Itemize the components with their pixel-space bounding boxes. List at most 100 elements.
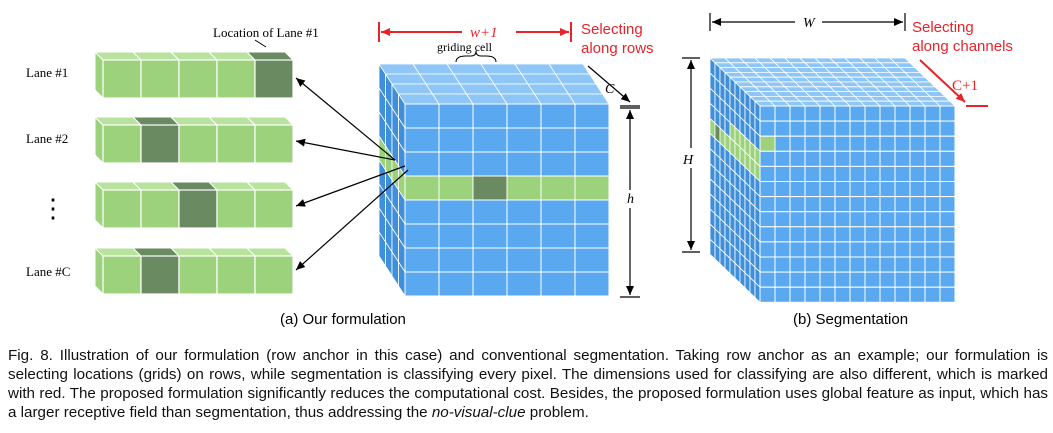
lane-strip-2	[93, 115, 295, 165]
cube-front-cell	[774, 196, 791, 213]
griding-cell-label: griding cell	[437, 40, 493, 54]
cube-front-cell	[834, 196, 851, 213]
seg-width-label: W	[803, 16, 816, 31]
cube-front-cell	[774, 241, 791, 258]
lane-cell	[178, 124, 218, 164]
cube-front-cell	[438, 151, 474, 177]
cube-front-cell	[789, 165, 806, 182]
cube-front-cell	[804, 211, 821, 228]
cube-front-cell	[879, 256, 896, 273]
cube-front-cell	[924, 150, 941, 167]
cube-front-cell	[774, 226, 791, 243]
lane-cell	[254, 189, 294, 229]
cube-front-cell	[819, 271, 836, 288]
seg-width-dimension	[709, 13, 906, 31]
cube-front-cell	[789, 196, 806, 213]
cube-front-cell	[438, 223, 474, 249]
cube-front-cell	[804, 120, 821, 137]
cube-front-cell	[804, 241, 821, 258]
cube-front-cell	[849, 105, 866, 122]
cube-front-cell	[540, 247, 576, 273]
cube-front-cell	[759, 286, 776, 303]
cube-front-cell	[506, 127, 542, 153]
cube-front-cell	[438, 103, 474, 129]
lane-selected-cell	[178, 189, 218, 229]
cube-front-cell	[804, 196, 821, 213]
cube-front-cell	[472, 175, 508, 201]
griding-cell-brace	[455, 50, 497, 63]
cube-front-cell	[864, 286, 881, 303]
cube-front-cell	[894, 256, 911, 273]
cube-front-cell	[759, 150, 776, 167]
cube-front-cell	[574, 103, 610, 129]
cube-front-cell	[804, 256, 821, 273]
caption-end: problem.	[525, 404, 589, 421]
cube-front-cell	[404, 223, 440, 249]
cube-front-cell	[759, 135, 776, 152]
selecting-rows-label: Selecting	[581, 21, 643, 38]
cube-front-cell	[909, 196, 926, 213]
lane-cell-top	[245, 247, 295, 257]
cube-top-cell	[412, 63, 455, 75]
lane-cell	[102, 255, 142, 295]
cube-front-cell	[834, 120, 851, 137]
cube-front-cell	[894, 271, 911, 288]
cube-front-cell	[574, 199, 610, 225]
cube-front-cell	[879, 271, 896, 288]
lane-strip-4	[93, 246, 295, 296]
lane-cell	[178, 59, 218, 99]
cube-front-cell	[472, 247, 508, 273]
cube-front-cell	[864, 211, 881, 228]
cube-front-cell	[804, 150, 821, 167]
cube-front-cell	[819, 165, 836, 182]
cube-front-cell	[819, 120, 836, 137]
width-dimension	[378, 22, 572, 42]
lane-label-2: Lane #2	[26, 131, 68, 146]
cube-top-cell	[452, 73, 495, 85]
cube-front-cell	[939, 211, 956, 228]
cube-front-cell	[574, 223, 610, 249]
cube-top-cell	[486, 73, 529, 85]
cube-front-cell	[540, 151, 576, 177]
cube-front-cell	[879, 150, 896, 167]
cube-front-cell	[759, 196, 776, 213]
cube-front-cell	[574, 271, 610, 297]
cube-front-cell	[804, 135, 821, 152]
cube-front-cell	[774, 181, 791, 198]
height-dimension	[620, 107, 640, 298]
cube-front-cell	[759, 120, 776, 137]
cube-front-cell	[924, 211, 941, 228]
c-depth-arrow	[587, 65, 631, 103]
cube-front-cell	[472, 199, 508, 225]
cube-front-cell	[864, 271, 881, 288]
cube-top-cell	[418, 73, 461, 85]
cube-front-cell	[804, 181, 821, 198]
cube-front-cell	[924, 196, 941, 213]
cube-front-cell	[404, 151, 440, 177]
cube-front-cell	[894, 286, 911, 303]
cube-front-cell	[939, 135, 956, 152]
lane-cell	[216, 59, 256, 99]
cube-front-cell	[574, 175, 610, 201]
seg-height-label: H	[682, 153, 694, 168]
location-label: Location of Lane #1	[213, 25, 319, 40]
seg-height-dimension	[682, 57, 700, 253]
cube-front-cell	[804, 271, 821, 288]
cube-front-cell	[789, 271, 806, 288]
cube-front-cell	[789, 120, 806, 137]
arrow-to-lane-2	[295, 138, 396, 161]
cube-front-cell	[774, 211, 791, 228]
lane-ellipsis: ⋮	[40, 194, 66, 223]
cube-front-cell	[879, 135, 896, 152]
cube-front-cell	[789, 150, 806, 167]
lane-cell	[216, 124, 256, 164]
lane-selected-cell	[140, 255, 180, 295]
cube-front-cell	[472, 103, 508, 129]
cube-front-cell	[924, 120, 941, 137]
cube-front-cell	[849, 256, 866, 273]
lane-cell	[178, 255, 218, 295]
cube-front-cell	[804, 226, 821, 243]
segmentation-cube	[709, 57, 956, 304]
cube-front-cell	[849, 181, 866, 198]
cube-front-cell	[834, 165, 851, 182]
